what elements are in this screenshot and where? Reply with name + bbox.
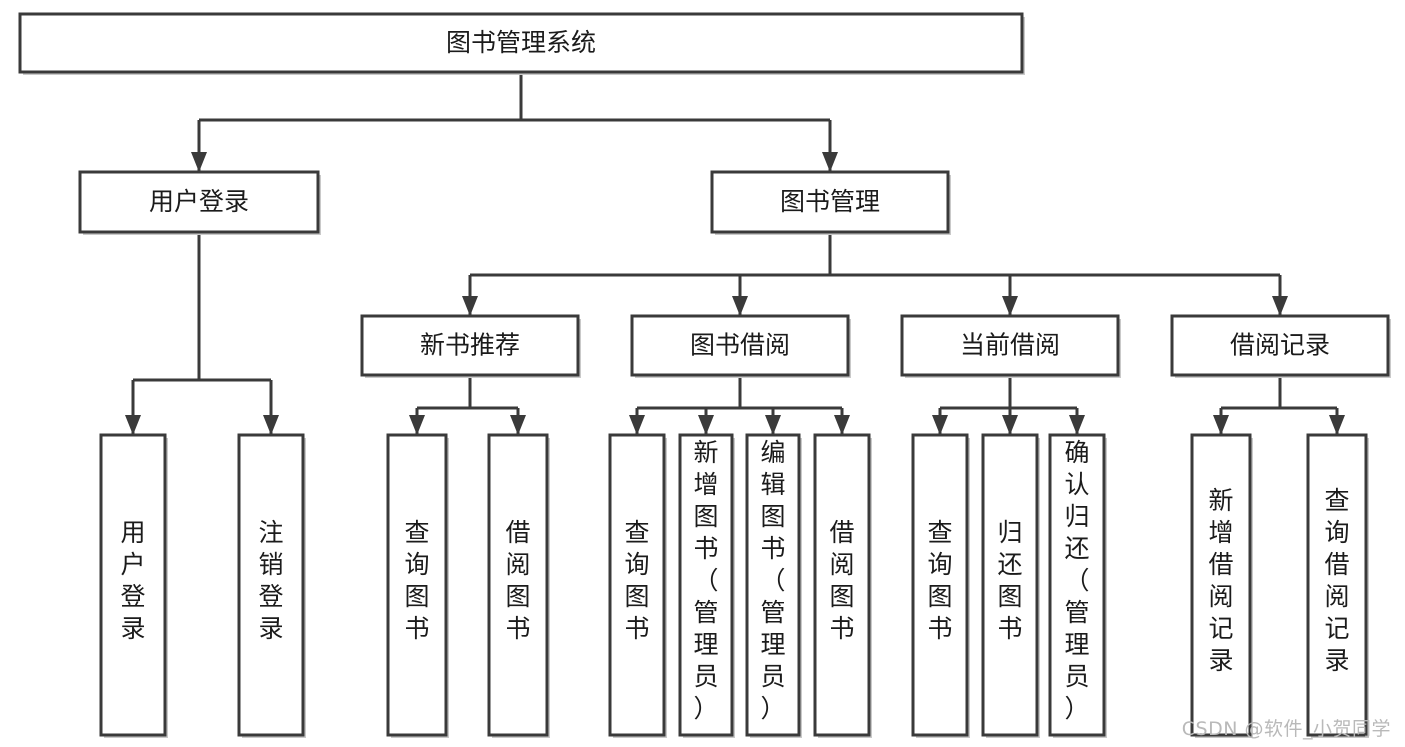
arrow-head-icon <box>822 152 838 172</box>
node-leaf-query-book-borrow[interactable]: 查询图书 <box>608 433 667 738</box>
node-label: 编辑图书（管理员） <box>760 438 785 723</box>
node-current-borrow[interactable]: 当前借阅 <box>900 314 1121 378</box>
node-rect[interactable] <box>18 12 1024 74</box>
arrow-head-icon <box>765 415 781 435</box>
node-label: 新增借阅记录 <box>1208 486 1233 675</box>
connector-group-borrow-record <box>1213 375 1345 435</box>
node-root-root[interactable]: 图书管理系统 <box>18 12 1025 75</box>
node-leaf-add-book[interactable]: 新增图书（管理员） <box>678 433 735 738</box>
node-rect[interactable] <box>630 314 850 377</box>
node-rect[interactable] <box>1048 433 1106 737</box>
node-rect[interactable] <box>710 170 950 234</box>
node-label: 归还图书 <box>997 518 1022 643</box>
arrow-head-icon <box>462 296 478 316</box>
node-rect[interactable] <box>813 433 871 737</box>
arrow-head-icon <box>510 415 526 435</box>
node-leaf-edit-book[interactable]: 编辑图书（管理员） <box>745 433 802 738</box>
node-rect[interactable] <box>78 170 320 234</box>
node-label: 新书推荐 <box>420 331 520 360</box>
node-label: 新增图书（管理员） <box>693 438 718 723</box>
connector-group-book-management <box>462 232 1288 316</box>
node-rect[interactable] <box>386 433 448 737</box>
connector-group-current-borrow <box>932 375 1085 435</box>
node-leaf-borrow-book-recommend[interactable]: 借阅图书 <box>487 433 550 738</box>
node-leaf-return-book[interactable]: 归还图书 <box>981 433 1040 738</box>
arrow-head-icon <box>1069 415 1085 435</box>
node-layer: 图书管理系统用户登录图书管理新书推荐图书借阅当前借阅借阅记录用户登录注销登录查询… <box>18 12 1391 738</box>
node-label: 确认归还（管理员） <box>1064 438 1089 723</box>
node-label: 当前借阅 <box>960 331 1060 360</box>
node-rect[interactable] <box>360 314 580 377</box>
node-leaf-query-book-current[interactable]: 查询图书 <box>911 433 970 738</box>
connector-group-root <box>191 72 838 172</box>
arrow-head-icon <box>263 415 279 435</box>
arrow-head-icon <box>1329 415 1345 435</box>
arrow-head-icon <box>409 415 425 435</box>
arrow-head-icon <box>932 415 948 435</box>
node-label: 图书管理系统 <box>446 28 596 57</box>
node-rect[interactable] <box>1190 433 1252 737</box>
node-label: 借阅图书 <box>505 518 530 643</box>
node-leaf-borrow-book[interactable]: 借阅图书 <box>813 433 872 738</box>
node-rect[interactable] <box>237 433 305 737</box>
node-rect[interactable] <box>981 433 1039 737</box>
node-leaf-query-book-recommend[interactable]: 查询图书 <box>386 433 449 738</box>
arrow-head-icon <box>191 152 207 172</box>
arrow-head-icon <box>1272 296 1288 316</box>
node-rect[interactable] <box>678 433 734 737</box>
connector-group-book-borrow <box>629 375 850 435</box>
node-book-management[interactable]: 图书管理 <box>710 170 951 235</box>
node-label: 图书借阅 <box>690 331 790 360</box>
node-rect[interactable] <box>1170 314 1390 377</box>
node-label: 用户登录 <box>120 518 145 643</box>
arrow-head-icon <box>698 415 714 435</box>
node-label: 用户登录 <box>149 187 249 216</box>
csdn-watermark: CSDN @软件_小贺同学 <box>1181 718 1391 740</box>
connector-layer <box>125 72 1345 435</box>
node-leaf-confirm-return[interactable]: 确认归还（管理员） <box>1048 433 1107 738</box>
node-rect[interactable] <box>911 433 969 737</box>
arrow-head-icon <box>1002 296 1018 316</box>
arrow-head-icon <box>732 296 748 316</box>
node-rect[interactable] <box>99 433 167 737</box>
node-label: 查询图书 <box>624 518 649 643</box>
arrow-head-icon <box>125 415 141 435</box>
node-rect[interactable] <box>900 314 1120 377</box>
node-label: 查询图书 <box>927 518 952 643</box>
node-rect[interactable] <box>745 433 801 737</box>
node-label: 借阅记录 <box>1230 331 1330 360</box>
arrow-head-icon <box>834 415 850 435</box>
node-rect[interactable] <box>608 433 666 737</box>
node-label: 查询图书 <box>404 518 429 643</box>
node-rect[interactable] <box>1306 433 1368 737</box>
node-label: 图书管理 <box>780 187 880 216</box>
node-borrow-record[interactable]: 借阅记录 <box>1170 314 1391 378</box>
node-new-book-recommend[interactable]: 新书推荐 <box>360 314 581 378</box>
node-book-borrow[interactable]: 图书借阅 <box>630 314 851 378</box>
node-leaf-logout-login[interactable]: 注销登录 <box>237 433 306 738</box>
node-label: 借阅图书 <box>829 518 854 643</box>
connector-group-new-book-recommend <box>409 375 526 435</box>
node-leaf-add-borrow-record[interactable]: 新增借阅记录 <box>1190 433 1253 738</box>
arrow-head-icon <box>629 415 645 435</box>
connector-group-user-login <box>125 232 279 435</box>
node-label: 查询借阅记录 <box>1324 486 1349 675</box>
node-label: 注销登录 <box>258 518 283 643</box>
node-leaf-query-borrow-record[interactable]: 查询借阅记录 <box>1306 433 1369 738</box>
arrow-head-icon <box>1002 415 1018 435</box>
node-user-login[interactable]: 用户登录 <box>78 170 321 235</box>
arrow-head-icon <box>1213 415 1229 435</box>
node-rect[interactable] <box>487 433 549 737</box>
node-leaf-user-login[interactable]: 用户登录 <box>99 433 168 738</box>
